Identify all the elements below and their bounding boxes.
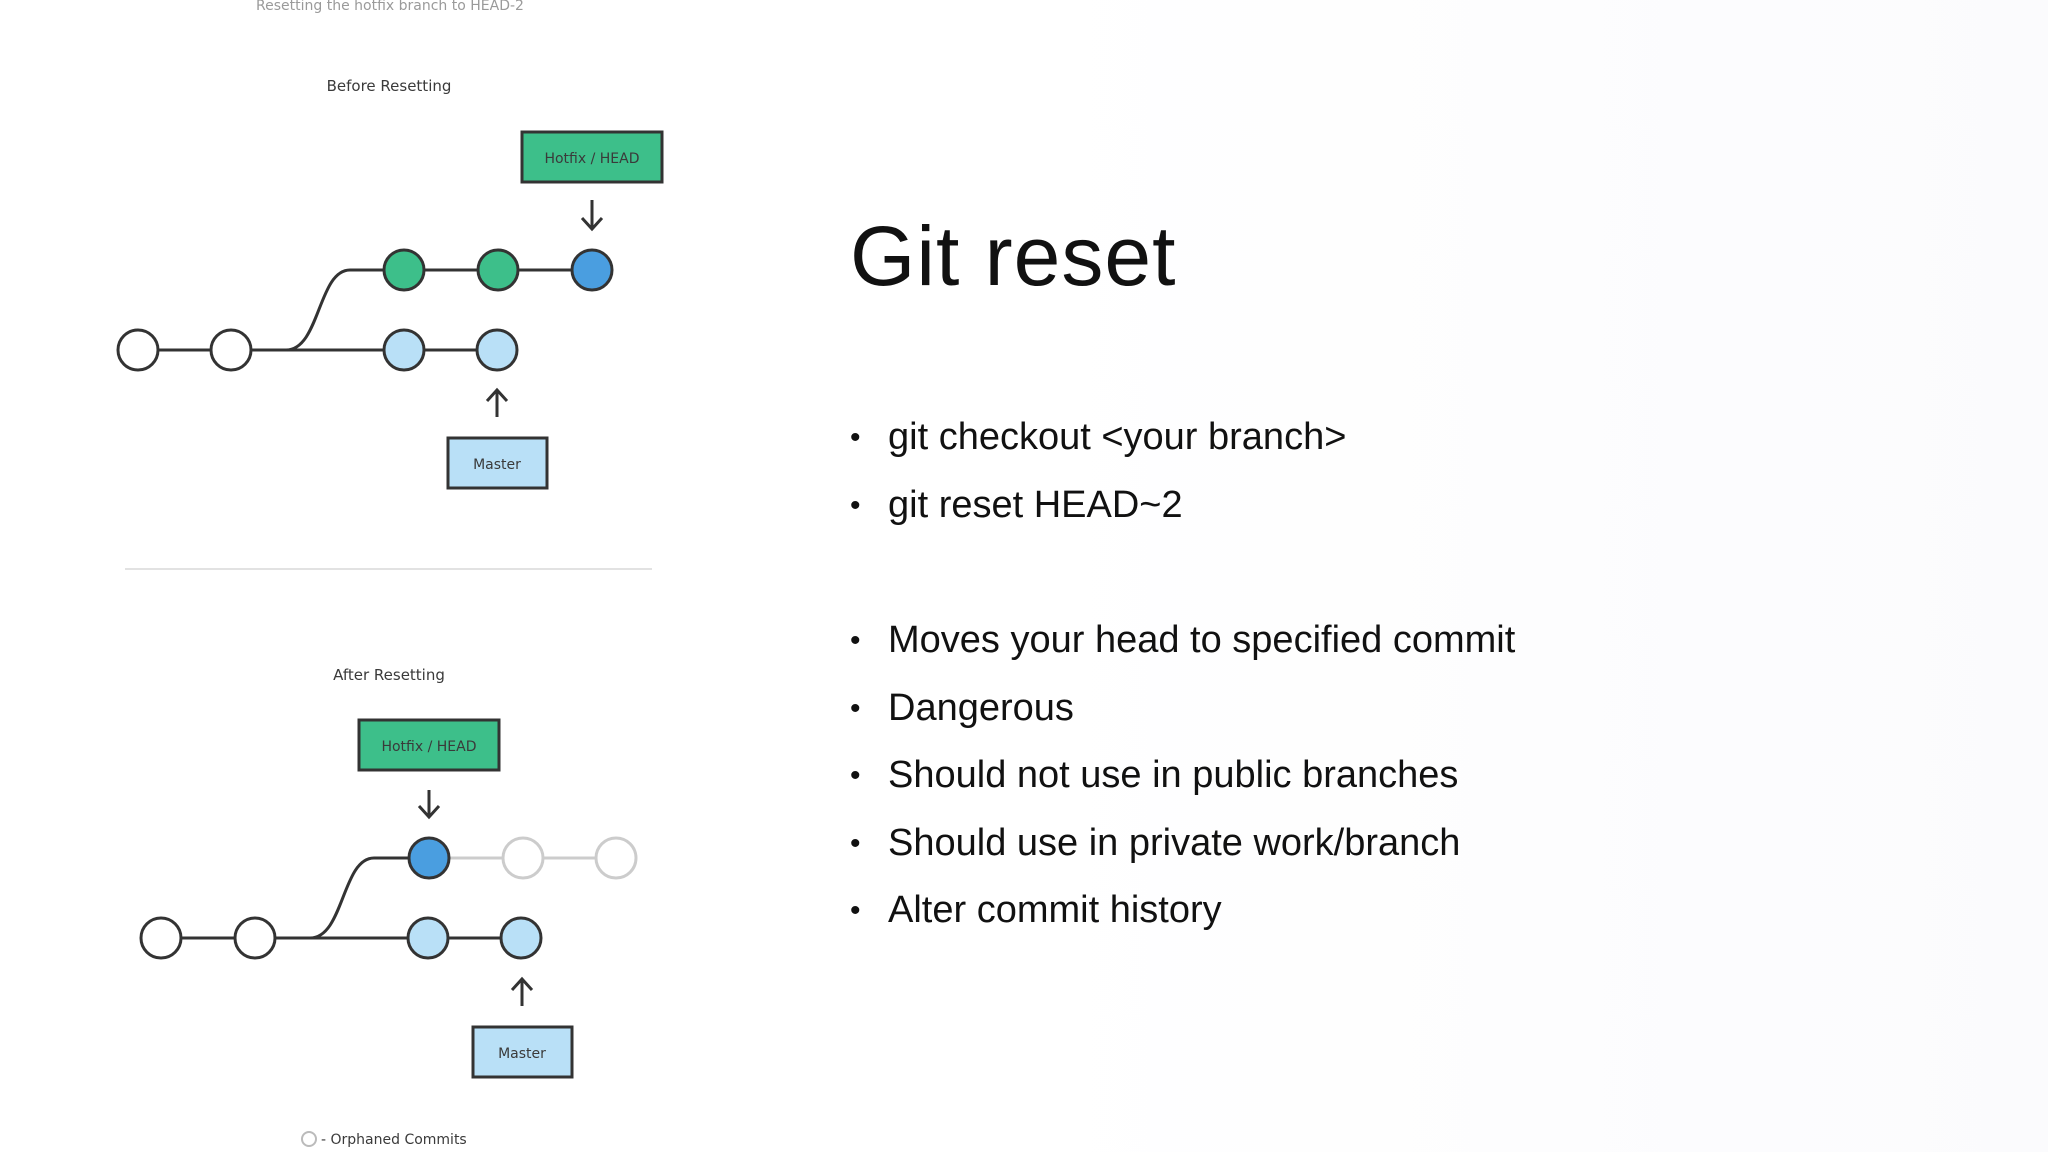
bullet-text: Dangerous [888, 686, 1074, 729]
bullet-icon: • [850, 624, 861, 657]
bullet-text: Should not use in public branches [888, 754, 1459, 796]
before-master-label-text: Master [473, 457, 521, 473]
bullet-item: • git reset HEAD~2 [850, 472, 1346, 540]
bullet-item: • Should not use in public branches [850, 742, 1515, 810]
before-commit-lines [138, 268, 594, 352]
bullet-item: • Alter commit history [850, 877, 1515, 945]
bullet-icon: • [850, 826, 861, 860]
before-master-commit-1 [382, 328, 426, 372]
before-master-commit-2 [475, 328, 519, 372]
orphan-legend-text: - Orphaned Commits [321, 1132, 467, 1148]
after-resetting-title: After Resetting [333, 666, 445, 684]
bullet-icon: • [850, 691, 861, 725]
orphan-legend-icon [301, 1131, 317, 1147]
after-head-arrow [417, 790, 441, 820]
bullet-item: • git checkout <your branch> [850, 404, 1346, 472]
after-master-label-text: Master [498, 1046, 546, 1062]
before-master-label: Master [446, 436, 549, 490]
bullet-text: Should use in private work/branch [888, 821, 1461, 864]
bullet-icon: • [850, 759, 861, 792]
before-head-commit [570, 248, 614, 292]
bullet-text: Alter commit history [888, 889, 1222, 931]
before-head-arrow [580, 200, 604, 232]
after-commit-lines [161, 856, 521, 940]
bullet-icon: • [850, 421, 861, 454]
after-hotfix-label-text: Hotfix / HEAD [381, 739, 476, 755]
before-hotfix-commit-2 [476, 248, 520, 292]
bullet-text: Moves your head to specified commit [888, 619, 1516, 661]
command-bullet-list: • git checkout <your branch> • git reset… [850, 404, 1346, 539]
bullet-text: git reset HEAD~2 [888, 483, 1183, 526]
after-orphan-commit-1 [501, 836, 545, 880]
before-resetting-title: Before Resetting [327, 77, 452, 95]
after-head-commit [407, 836, 451, 880]
bullet-icon: • [850, 488, 861, 522]
after-commit-1 [139, 916, 183, 960]
git-reset-diagram: Resetting the hotfix branch to HEAD-2 Be… [116, 0, 664, 1148]
before-commit-2 [209, 328, 253, 372]
slide-title: Git reset [850, 209, 1177, 303]
bullet-item: • Dangerous [850, 675, 1515, 743]
before-commits [116, 248, 614, 372]
after-hotfix-head-label: Hotfix / HEAD [357, 718, 501, 772]
before-hotfix-head-label: Hotfix / HEAD [520, 130, 664, 184]
bullet-text: git checkout <your branch> [888, 416, 1347, 458]
after-orphan-commit-2 [594, 836, 638, 880]
before-hotfix-label-text: Hotfix / HEAD [544, 151, 639, 167]
before-master-arrow [485, 387, 509, 417]
after-master-label: Master [471, 1025, 574, 1079]
after-master-arrow [510, 976, 534, 1006]
bullet-icon: • [850, 894, 861, 927]
before-commit-1 [116, 328, 160, 372]
before-hotfix-commit-1 [382, 248, 426, 292]
notes-bullet-list: • Moves your head to specified commit • … [850, 607, 1515, 945]
diagram-caption: Resetting the hotfix branch to HEAD-2 [256, 0, 524, 14]
after-master-commit-1 [406, 916, 450, 960]
after-commit-2 [233, 916, 277, 960]
orphaned-commits-legend: - Orphaned Commits [301, 1131, 467, 1148]
after-master-commit-2 [499, 916, 543, 960]
bullet-item: • Moves your head to specified commit [850, 607, 1515, 675]
after-commits [139, 836, 638, 960]
bullet-item: • Should use in private work/branch [850, 810, 1515, 878]
